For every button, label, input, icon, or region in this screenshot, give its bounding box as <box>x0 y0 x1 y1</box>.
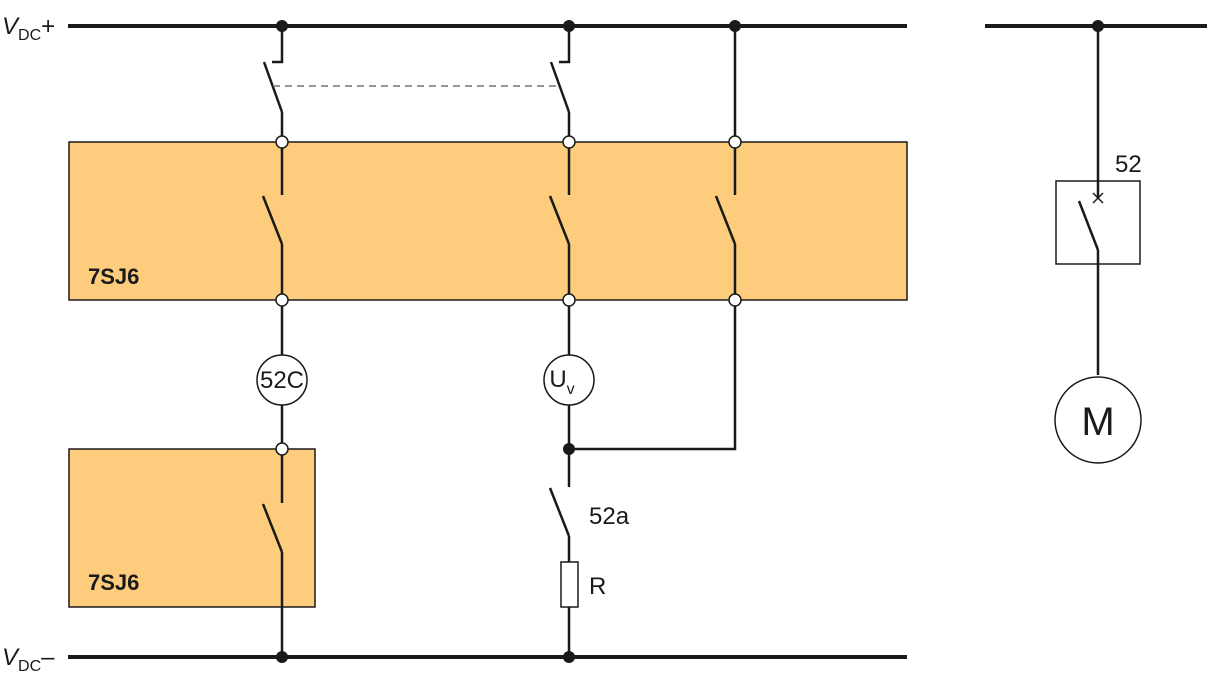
coil-52c-label: 52C <box>260 367 304 394</box>
breaker-label: 52 <box>1115 151 1142 178</box>
junction-dot <box>276 651 288 663</box>
junction-dot <box>563 651 575 663</box>
junction-dot <box>729 20 741 32</box>
terminal <box>562 135 576 149</box>
motor <box>1054 376 1142 464</box>
relay-box-top <box>68 141 908 301</box>
terminal <box>562 293 576 307</box>
terminal <box>275 135 289 149</box>
junction-dot <box>563 443 575 455</box>
motor-label: M <box>1081 400 1114 444</box>
relay-top-label: 7SJ6 <box>88 264 139 289</box>
coil-uv-label: Uv <box>549 366 574 398</box>
terminal <box>275 293 289 307</box>
resistor-label: R <box>589 573 606 600</box>
vdc-plus-label: VDC+ <box>2 13 55 44</box>
motor-circuit <box>1054 26 1142 464</box>
coil-52c <box>256 354 308 406</box>
terminal <box>728 135 742 149</box>
junction-dot <box>563 20 575 32</box>
terminal <box>728 293 742 307</box>
aux-contact-label: 52a <box>589 503 630 530</box>
branch-undervoltage <box>548 26 579 657</box>
resistor <box>560 561 579 608</box>
relay-bottom-label: 7SJ6 <box>88 570 139 595</box>
relay-box-bottom <box>68 448 316 608</box>
coil-uv <box>543 354 595 406</box>
junction-dot <box>276 20 288 32</box>
branch-bypass <box>569 26 737 451</box>
terminal <box>275 442 289 456</box>
vdc-minus-label: VDC– <box>2 644 55 675</box>
